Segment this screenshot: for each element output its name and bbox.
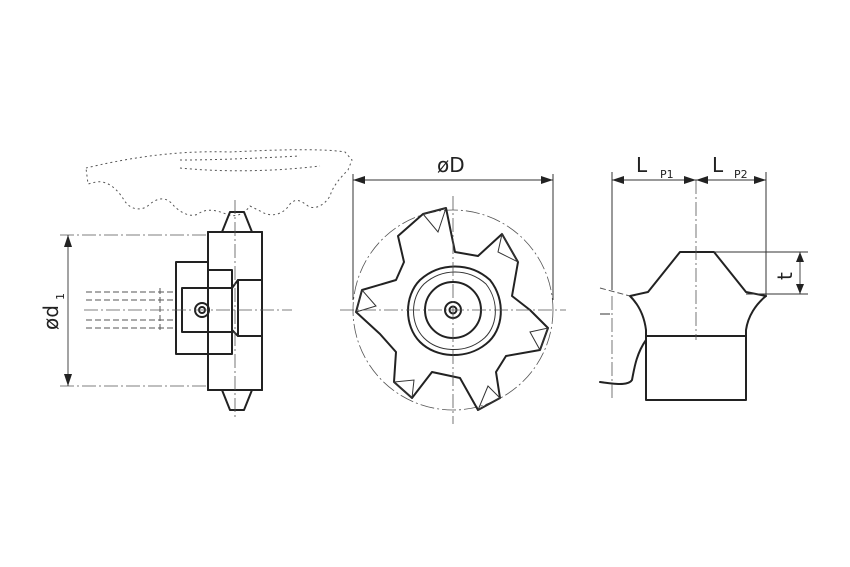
t-label: t	[773, 272, 797, 280]
side-section-view: ød 1	[39, 149, 353, 420]
profile-view: L P1 L P2 t	[599, 153, 808, 401]
tooth-profile	[629, 251, 767, 297]
front-view: øD	[340, 153, 566, 424]
LP2-label: L	[712, 153, 724, 177]
d1-label: ød	[39, 305, 63, 330]
workpiece-outline	[85, 149, 353, 217]
D-label: øD	[437, 153, 465, 177]
cutter-body	[355, 207, 549, 411]
LP1-label: L	[636, 153, 648, 177]
workpiece-section	[645, 335, 747, 401]
d1-subscript: 1	[54, 293, 67, 300]
LP2-subscript: P2	[734, 168, 748, 181]
inner-hub	[407, 265, 502, 357]
LP1-subscript: P1	[660, 168, 674, 181]
